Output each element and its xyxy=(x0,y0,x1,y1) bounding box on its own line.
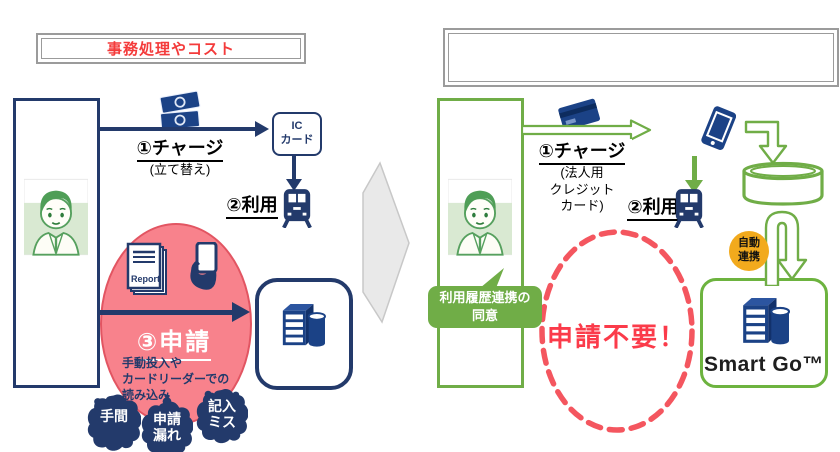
credit-card-icon xyxy=(558,98,600,131)
ic-to-train-arrow xyxy=(292,156,296,180)
left-title: 事務処理やコスト xyxy=(106,41,235,58)
charge-hook-arrow xyxy=(744,120,788,165)
left-charge-arrow xyxy=(97,127,255,131)
pain-label-3: 記入 ミス xyxy=(208,398,236,431)
train-icon xyxy=(282,189,312,228)
right-step1-label-box: ①チャージ (法人用 クレジット カード) xyxy=(532,139,632,218)
ic-to-train-arrowhead xyxy=(286,179,302,191)
employee-avatar xyxy=(448,178,512,256)
left-step3-label: ③申請 xyxy=(136,322,212,361)
no-apply-ellipse xyxy=(539,229,695,433)
right-step1-note: (法人用 クレジット カード) xyxy=(549,164,615,214)
left-step2-label-box: ②利用 xyxy=(218,193,286,221)
transition-arrow xyxy=(362,161,410,324)
left-step3-label-box: ③申請 xyxy=(118,322,230,361)
phone-to-train-arrow xyxy=(692,156,697,181)
left-title-box: 事務処理やコスト xyxy=(36,33,306,64)
pain-label-2: 申請 漏れ xyxy=(153,411,181,444)
right-step2-label: ②利用 xyxy=(627,197,679,221)
smart-go-box: Smart Go™ xyxy=(700,278,828,388)
server-icon xyxy=(282,303,326,347)
auto-link-badge: 自動 連携 xyxy=(729,231,769,271)
ic-card-box: IC カード xyxy=(272,112,322,156)
expense-system-box xyxy=(255,278,353,390)
left-step1-note: (立て替え) xyxy=(149,161,211,177)
report-doc-icon: Report xyxy=(126,242,167,295)
report-label: Report xyxy=(131,274,160,284)
left-step1-label-box: ①チャージ (立て替え) xyxy=(129,136,231,181)
pain-label-1: 手間 xyxy=(100,408,128,424)
smartphone-icon xyxy=(701,106,736,150)
left-charge-arrowhead xyxy=(255,121,269,137)
manual-input-note: 手動投入や カードリーダーでの 読み込み xyxy=(122,356,230,403)
history-db-cylinder xyxy=(742,161,824,206)
apply-arrowhead xyxy=(232,302,250,322)
right-charge-arrow xyxy=(521,119,652,141)
right-step2-label-box: ②利用 xyxy=(620,195,686,223)
smart-go-label: Smart Go™ xyxy=(703,353,825,376)
right-step1-label: ①チャージ xyxy=(538,141,626,165)
left-employee-frame xyxy=(13,98,100,388)
right-title-box xyxy=(443,28,839,87)
consent-bubble: 利用履歴連携の 同意 xyxy=(428,286,542,329)
apply-arrow xyxy=(97,310,233,315)
train-icon xyxy=(674,189,704,228)
auto-link-arrow xyxy=(764,210,808,286)
no-apply-label: 申請不要！ xyxy=(546,322,687,352)
pain-blob xyxy=(141,395,193,452)
left-step2-label: ②利用 xyxy=(226,195,278,219)
smart-go-server-icon xyxy=(743,298,791,345)
ic-card-label: IC カード xyxy=(280,120,314,146)
consent-bubble-tail xyxy=(480,268,504,288)
pain-blob xyxy=(87,394,141,451)
hand-phone-icon xyxy=(190,242,218,290)
right-employee-frame xyxy=(437,98,524,388)
pain-blob xyxy=(196,388,248,444)
money-bills-icon xyxy=(159,90,201,131)
left-step1-label: ①チャージ xyxy=(136,138,224,162)
employee-avatar xyxy=(24,178,88,256)
